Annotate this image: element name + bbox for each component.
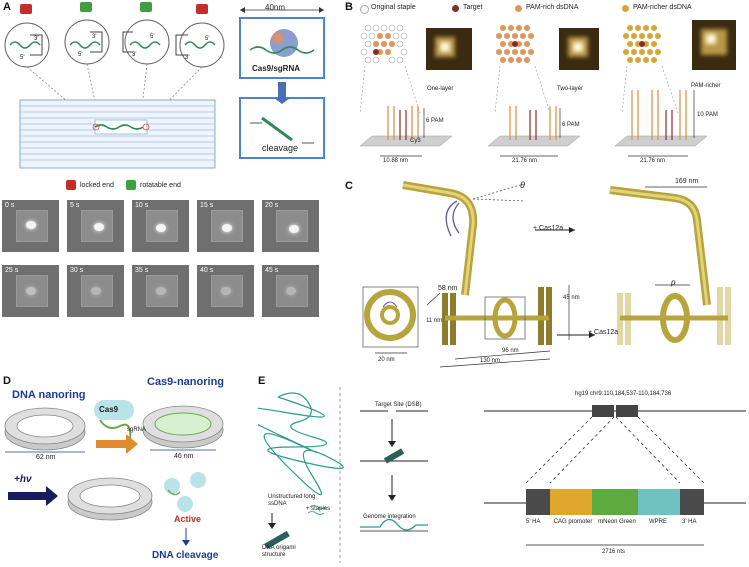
segment-mneon: mNeon Green: [598, 519, 636, 525]
nanoring-title: DNA nanoring: [12, 389, 86, 401]
segment-cag: CAG promoter: [553, 519, 593, 525]
frame-10s: 10 s: [132, 200, 189, 252]
d62-label: 62 nm: [36, 454, 56, 461]
target-label: Target Site (DSB): [375, 402, 422, 408]
unlocked-icon: [140, 2, 152, 12]
legend-rotatable: rotatable end: [140, 182, 181, 189]
unlocked-icon: [126, 180, 136, 190]
ssdna-label: Unstructured long ssDNA: [268, 494, 316, 507]
frame-40s: 40 s: [197, 265, 254, 317]
panel-c-diagram: [362, 181, 731, 368]
frame-0s: 0 s: [2, 200, 59, 252]
prime-label: 3': [185, 55, 190, 61]
pam-label: 6 PAM: [426, 118, 444, 124]
segment-wpre: WPRE: [649, 519, 667, 525]
locus-label: hg19 chr9:110,184,537-110,184,736: [575, 391, 672, 397]
panel-b-diagram: [360, 24, 708, 157]
prime-label: 5': [205, 36, 210, 42]
cas12a-label: + Cas12a: [588, 329, 619, 336]
scale-bar: [18, 259, 42, 261]
frame-35s: 35 s: [132, 265, 189, 317]
nts-label: 2716 nts: [602, 549, 626, 555]
len58-label: 58 nm: [438, 285, 458, 292]
d45-label: 45 nm: [563, 295, 580, 301]
integration-label: Genome integration: [363, 514, 416, 520]
origami-label: DNA origami structure: [262, 545, 296, 558]
panel-label-b: B: [345, 1, 353, 13]
afm-image-two-layer: [559, 28, 599, 70]
panel-label-a: A: [3, 1, 11, 13]
width-label: 21.76 nm: [512, 158, 538, 164]
d20-label: 20 nm: [378, 357, 395, 363]
frame-5s: 5 s: [67, 200, 124, 252]
panel-d-diagram: [4, 400, 224, 546]
afm-image-one-layer: [426, 28, 472, 70]
prime-label: 3': [34, 36, 39, 42]
cas12a-label: + Cas12a: [533, 225, 564, 232]
d46-label: 46 nm: [174, 453, 194, 460]
prime-label: 3': [92, 34, 97, 40]
d130-label: 130 nm: [480, 358, 501, 364]
locked-icon: [66, 180, 76, 190]
segment-3ha: 3' HA: [682, 519, 697, 525]
active-label: Active: [174, 514, 202, 524]
cas9-sgrna-label: Cas9/sgRNA: [252, 64, 301, 73]
d11-label: 11 nm: [426, 318, 443, 324]
d96-label: 96 nm: [502, 348, 519, 354]
segment-5ha: 5' HA: [526, 519, 541, 525]
panel-b-legend: Original staple Target PAM-rich dsDNA PA…: [360, 4, 745, 14]
cleavage-label: DNA cleavage: [152, 550, 219, 561]
frame-20s: 20 s: [262, 200, 319, 252]
frame-25s: 25 s: [2, 265, 59, 317]
width-label: 10.88 nm: [383, 158, 409, 164]
panel-label-e: E: [258, 375, 266, 387]
prime-label: 5': [150, 34, 155, 40]
theta-label: θ: [520, 180, 525, 190]
locked-icon: [20, 4, 32, 14]
sgrna-label: sgRNA: [127, 427, 147, 433]
afm-image-pam-richer: [692, 20, 736, 70]
origami-schematic: [4, 19, 225, 169]
hv-label: +hν: [14, 474, 32, 485]
micrograph-grid: 0 s 5 s 10 s 15 s 20 s 25 s 30 s 35 s 40…: [2, 200, 335, 330]
panel-e-diagram: [258, 387, 746, 563]
layer-label-two: Two-layer: [557, 86, 584, 92]
len169-label: 169 nm: [675, 178, 699, 185]
layer-label-one: One-layer: [427, 86, 454, 92]
unlocked-icon: [80, 2, 92, 12]
frame-15s: 15 s: [197, 200, 254, 252]
cleavage-label: cleavage: [262, 143, 299, 153]
pam-label: 6 PAM: [562, 122, 580, 128]
panel-label-d: D: [3, 375, 11, 387]
p-label: p: [671, 278, 676, 287]
prime-label: 5': [78, 52, 83, 58]
cas9-label: Cas9: [99, 405, 119, 414]
locked-icon: [196, 4, 208, 14]
width-label: 40nm: [265, 3, 286, 12]
frame-30s: 30 s: [67, 265, 124, 317]
frame-45s: 45 s: [262, 265, 319, 317]
cas9-boxes: [239, 7, 325, 159]
prime-label: 3': [132, 52, 137, 58]
layer-label-richer: PAM-richer: [691, 83, 721, 89]
pam-label: 10 PAM: [697, 112, 718, 118]
prime-label: 5': [20, 55, 25, 61]
legend-locked: locked end: [80, 182, 114, 189]
cy3-label: Cy3: [410, 138, 421, 144]
panel-label-c: C: [345, 180, 353, 192]
width-label: 21.76 nm: [640, 158, 666, 164]
cas9-nanoring-title: Cas9-nanoring: [147, 376, 225, 388]
staples-label: + staples: [306, 506, 331, 512]
